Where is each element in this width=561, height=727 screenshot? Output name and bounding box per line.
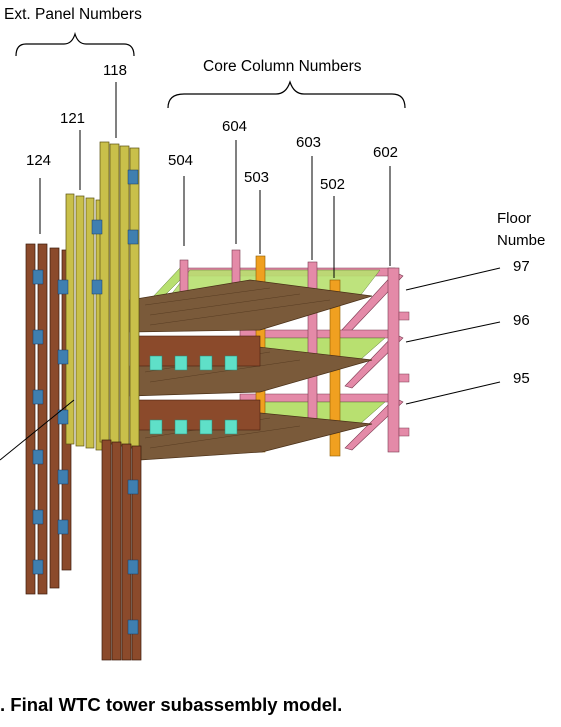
floor-slabs xyxy=(129,279,373,461)
core-column-label: 504 xyxy=(168,152,194,169)
core-column-label: 604 xyxy=(222,118,248,135)
exterior-panels xyxy=(0,141,142,661)
core-column-heading: Core Column Numbers xyxy=(203,58,362,75)
ext-panel-heading: Ext. Panel Numbers xyxy=(4,6,142,23)
core-column-label: 602 xyxy=(373,144,399,161)
floor-heading: Floor xyxy=(497,210,532,227)
floor-label: 95 xyxy=(513,370,530,387)
ext-panel-bracket xyxy=(15,31,135,57)
floor-heading-cont: Numbe xyxy=(497,232,546,249)
core-column-label: 503 xyxy=(244,169,270,186)
figure-caption: . Final WTC tower subassembly model. xyxy=(0,694,343,715)
core-column-bracket xyxy=(167,80,406,109)
ext-panel-label: 118 xyxy=(103,62,127,79)
ext-panel-label: 121 xyxy=(60,110,86,127)
floor-label: 96 xyxy=(513,312,530,329)
ext-panel-label: 124 xyxy=(26,152,52,169)
core-column-label: 603 xyxy=(296,134,322,151)
core-column-602 xyxy=(387,267,400,453)
core-column-label: 502 xyxy=(320,176,346,193)
floor-label: 97 xyxy=(513,258,530,275)
